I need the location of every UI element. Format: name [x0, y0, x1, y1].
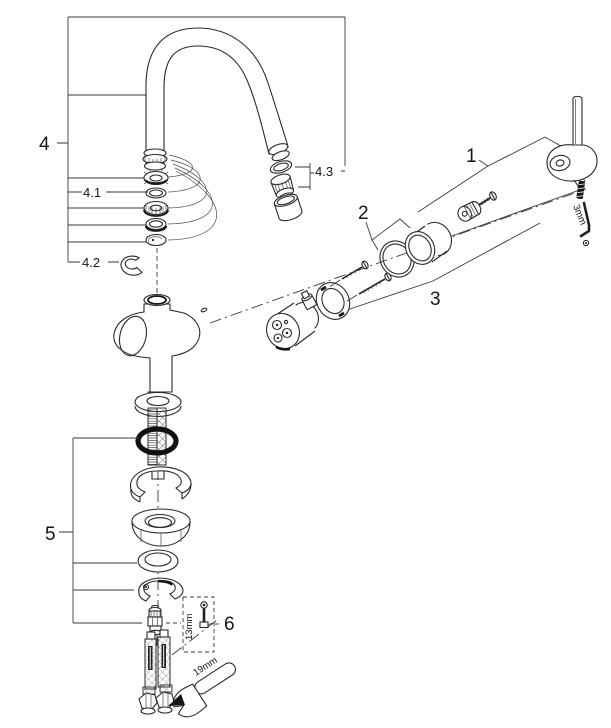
handle-body	[546, 144, 598, 182]
socket-wrench-icon	[199, 601, 213, 629]
callout-label-2: 2	[358, 203, 369, 224]
callout-label-4: 4	[39, 134, 50, 155]
callout-label-4-1: 4.1	[83, 185, 101, 200]
open-end-wrench-icon: 19mm	[168, 655, 237, 718]
aerator-shell	[273, 193, 303, 222]
cartridge-flange	[315, 282, 351, 320]
trim-group: 2	[358, 203, 453, 278]
stabilizer-plate	[130, 466, 192, 503]
supply-hoses	[138, 629, 175, 715]
handle-lever	[572, 95, 583, 148]
cartridge-screw-2	[343, 272, 392, 304]
escutcheon-cap	[404, 221, 453, 265]
shank-o-ring	[135, 426, 179, 456]
mounting-hardware-group: 5	[45, 437, 192, 646]
limiter-nut	[457, 201, 482, 222]
mounting-clip	[138, 577, 184, 602]
socket-size-label: 13mm	[184, 614, 195, 640]
spout-seal-ring	[144, 217, 168, 232]
tool-box-outline	[182, 596, 215, 653]
hose-nut-right	[155, 691, 175, 714]
faucet-body	[113, 293, 208, 393]
limiter-screw	[478, 191, 497, 206]
mounting-shank	[134, 391, 182, 606]
spout-nut	[143, 169, 169, 186]
cartridge	[265, 289, 320, 351]
spout-bushing	[143, 200, 169, 217]
callout-label-6: 6	[224, 614, 235, 635]
mounting-washer	[137, 549, 179, 573]
spout-o-ring	[145, 187, 167, 199]
hex-key-icon	[579, 201, 591, 247]
callout-label-4-3: 4.3	[315, 164, 333, 179]
callout-label-4-2: 4.2	[82, 255, 100, 270]
spout-retaining-clip	[120, 255, 143, 276]
callout-label-1: 1	[466, 146, 477, 167]
socket-tool-callout: 13mm 6	[166, 596, 235, 656]
aerator-o-ring	[269, 160, 293, 174]
direction-arrow-icon	[168, 694, 185, 706]
callout-label-5: 5	[45, 524, 56, 545]
callout-4-bracket: 4 4.1 4.2 4.3	[39, 16, 346, 270]
callout-label-3: 3	[430, 289, 441, 310]
hose-nut-left	[138, 692, 158, 715]
spout	[142, 27, 290, 241]
spout-parts-stack	[120, 169, 169, 297]
cartridge-screw-1	[328, 260, 369, 288]
aerator-group	[269, 160, 303, 222]
cartridge-group: 3	[265, 222, 541, 351]
handle-group: 1 3mm	[417, 95, 598, 247]
spout-swivel-ring	[145, 233, 167, 247]
handle-set-screw	[576, 180, 585, 200]
mounting-nut	[131, 508, 191, 547]
explosion-axis-line	[209, 188, 587, 324]
